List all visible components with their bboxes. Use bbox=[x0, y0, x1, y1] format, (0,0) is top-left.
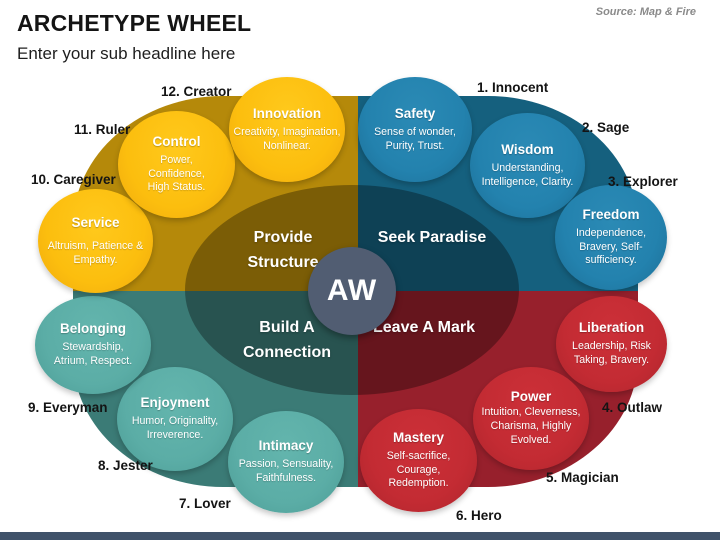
bubble-title: Innovation bbox=[252, 105, 322, 121]
center-monogram: AW bbox=[308, 247, 396, 335]
bubble-innovation: Innovation Creativity, Imagination, Nonl… bbox=[229, 77, 345, 182]
bubble-traits: Stewardship, Atrium, Respect. bbox=[53, 341, 133, 367]
bubble-traits: Humor, Originality, Irreverence. bbox=[131, 415, 219, 441]
label-hero: 6. Hero bbox=[456, 508, 502, 523]
label-explorer: 3. Explorer bbox=[608, 174, 678, 189]
bubble-title: Wisdom bbox=[501, 141, 554, 157]
bubble-traits: Self-sacrifice, Courage, Redemption. bbox=[386, 449, 451, 490]
label-innocent: 1. Innocent bbox=[477, 80, 549, 95]
bubble-belonging: Belonging Stewardship, Atrium, Respect. bbox=[35, 296, 151, 394]
label-creator: 12. Creator bbox=[161, 84, 232, 99]
bubble-traits: Intuition, Cleverness, Charisma, Highly … bbox=[481, 406, 581, 446]
quadrant-label-build-a-connection: Build A Connection bbox=[243, 319, 331, 361]
bubble-traits: Independence, Bravery, Self-sufficiency. bbox=[575, 226, 647, 267]
label-lover: 7. Lover bbox=[179, 496, 231, 511]
bubble-title: Service bbox=[71, 214, 120, 230]
bubble-title: Control bbox=[152, 133, 201, 149]
label-magician: 5. Magician bbox=[546, 470, 619, 485]
page-title: ARCHETYPE WHEEL bbox=[17, 10, 252, 36]
footer-accent-bar bbox=[0, 532, 720, 540]
label-ruler: 11. Ruler bbox=[74, 122, 131, 137]
bubble-power: Power Intuition, Cleverness, Charisma, H… bbox=[473, 367, 589, 470]
bubble-enjoyment: Enjoyment Humor, Originality, Irreverenc… bbox=[117, 367, 233, 471]
bubble-title: Safety bbox=[394, 105, 436, 121]
bubble-traits: Creativity, Imagination, Nonlinear. bbox=[233, 125, 341, 152]
bubble-safety: Safety Sense of wonder, Purity, Trust. bbox=[358, 77, 472, 182]
bubble-title: Mastery bbox=[392, 429, 445, 445]
bubble-traits: Leadership, Risk Taking, Bravery. bbox=[572, 340, 651, 366]
quadrant-label-provide-structure: Provide Structure bbox=[247, 229, 319, 271]
label-jester: 8. Jester bbox=[98, 458, 153, 473]
bubble-traits: Altruism, Patience & Empathy. bbox=[47, 239, 144, 266]
bubble-title: Enjoyment bbox=[140, 395, 210, 411]
bubble-control: Control Power, Confidence, High Status. bbox=[118, 111, 235, 218]
label-sage: 2. Sage bbox=[582, 120, 630, 135]
label-caregiver: 10. Caregiver bbox=[31, 172, 116, 187]
label-outlaw: 4. Outlaw bbox=[602, 400, 663, 415]
bubble-title: Intimacy bbox=[258, 438, 314, 454]
bubble-intimacy: Intimacy Passion, Sensuality, Faithfulne… bbox=[228, 411, 344, 513]
bubble-liberation: Liberation Leadership, Risk Taking, Brav… bbox=[556, 296, 667, 392]
bubble-mastery: Mastery Self-sacrifice, Courage, Redempt… bbox=[360, 409, 477, 512]
bubble-title: Belonging bbox=[60, 321, 126, 337]
bubble-wisdom: Wisdom Understanding, Intelligence, Clar… bbox=[470, 113, 585, 218]
bubble-title: Power bbox=[510, 389, 552, 405]
quadrant-label-seek-paradise: Seek Paradise bbox=[377, 229, 487, 246]
bubble-freedom: Freedom Independence, Bravery, Self-suff… bbox=[555, 185, 667, 290]
bubble-traits: Sense of wonder, Purity, Trust. bbox=[374, 125, 456, 152]
bubble-traits: Power, Confidence, High Status. bbox=[147, 153, 206, 194]
bubble-traits: Passion, Sensuality, Faithfulness. bbox=[238, 458, 334, 484]
bubble-traits: Understanding, Intelligence, Clarity. bbox=[481, 161, 574, 188]
bubble-service: Service Altruism, Patience & Empathy. bbox=[38, 189, 153, 293]
bubble-title: Liberation bbox=[578, 320, 645, 336]
label-everyman: 9. Everyman bbox=[28, 400, 108, 415]
quadrant-label-leave-a-mark: Leave A Mark bbox=[373, 319, 475, 336]
bubble-title: Freedom bbox=[582, 206, 640, 222]
source-credit: Source: Map & Fire bbox=[595, 6, 696, 18]
sub-headline: Enter your sub headline here bbox=[17, 44, 236, 63]
